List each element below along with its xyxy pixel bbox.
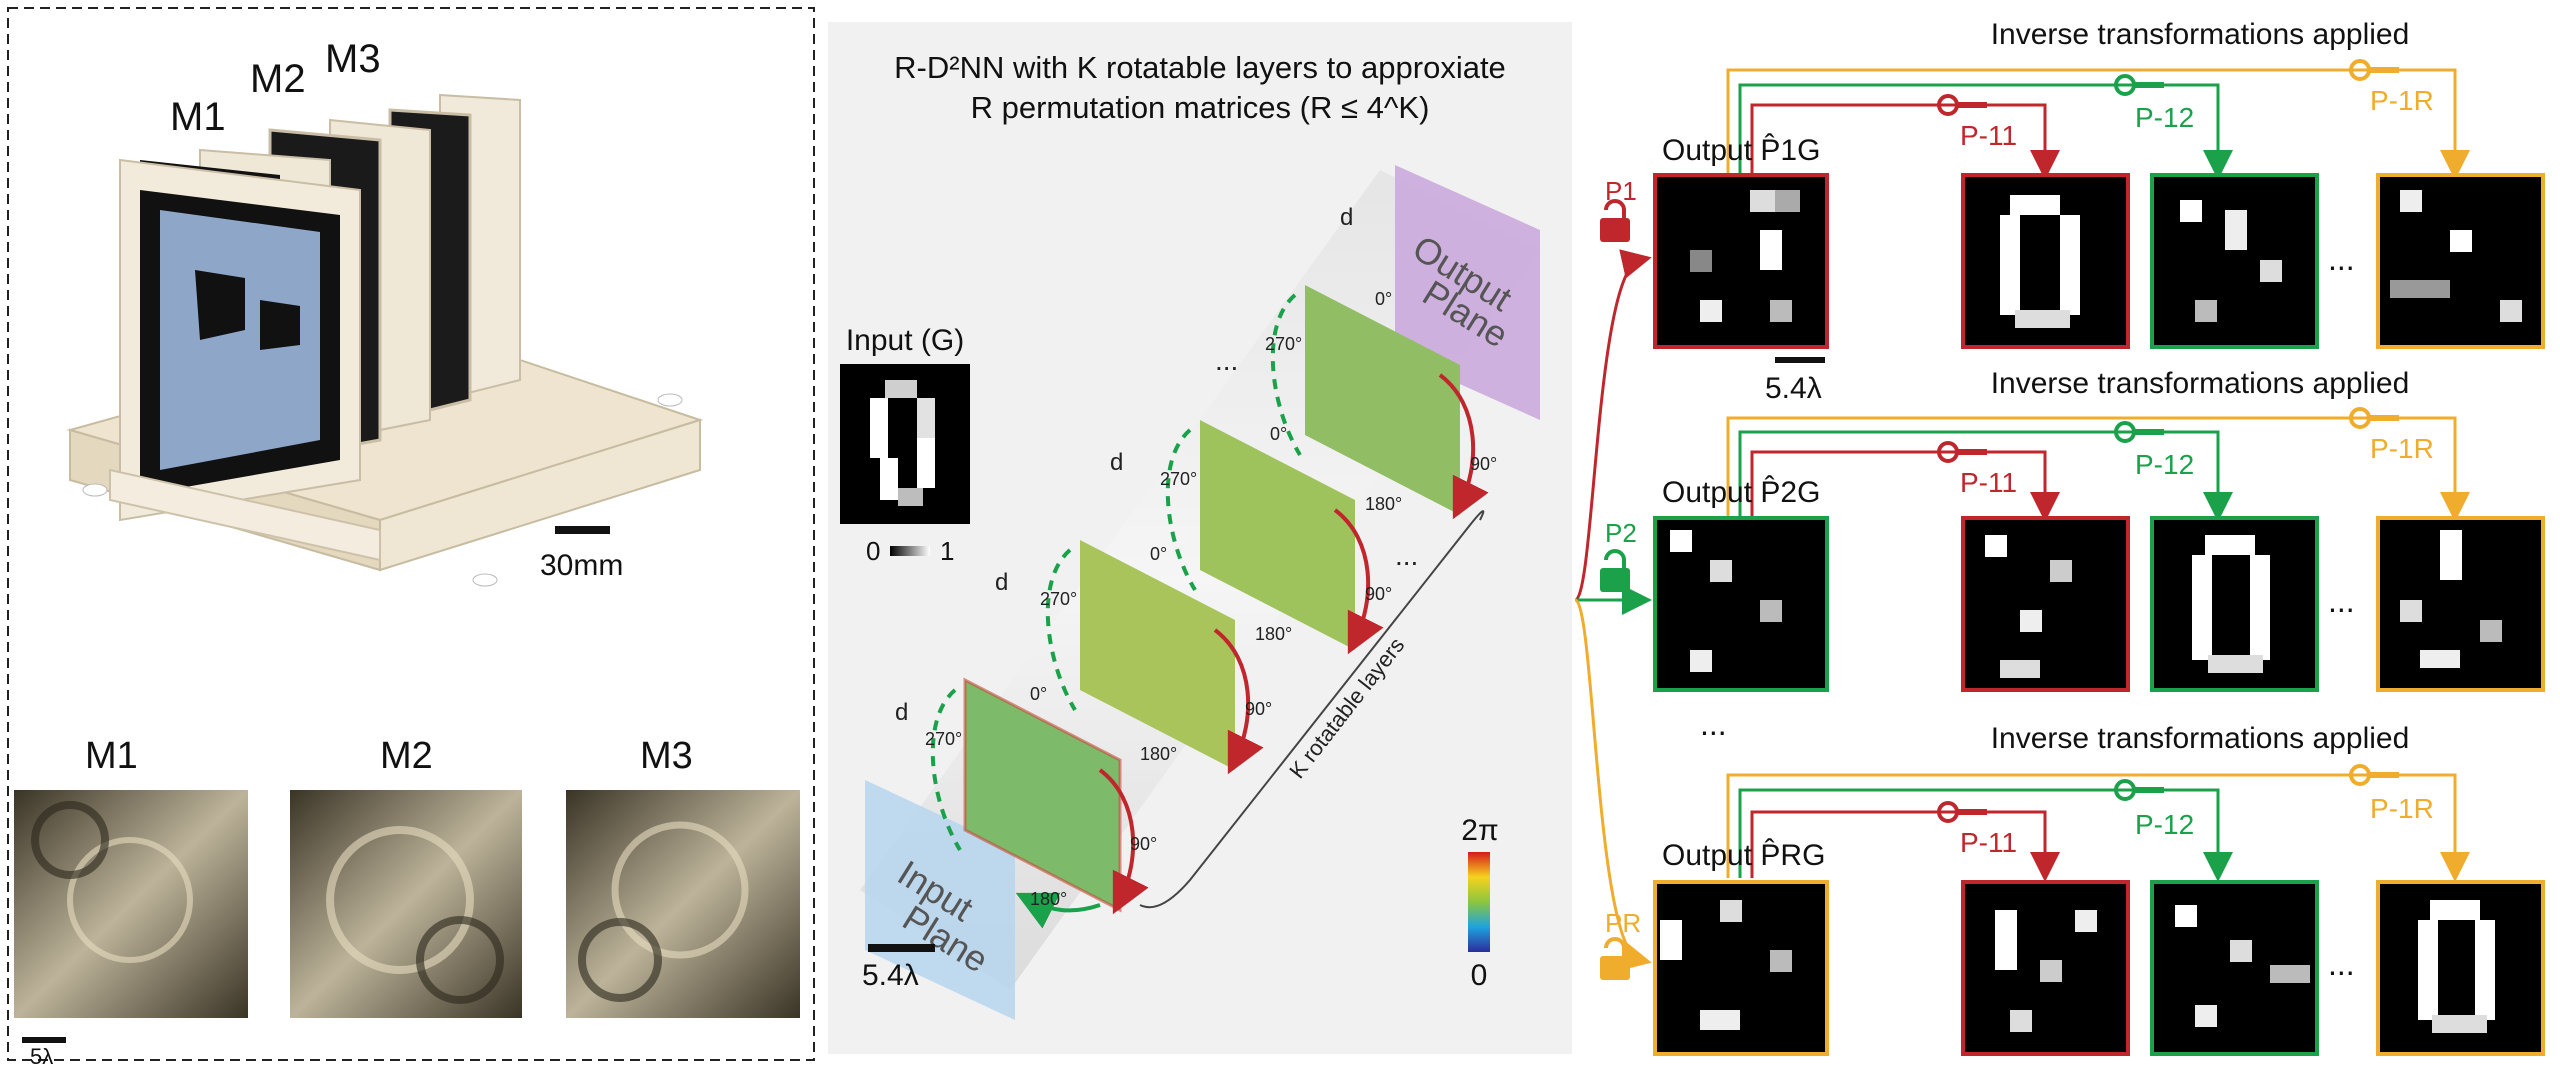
key-label-row2: P2	[1605, 518, 1637, 548]
angle-270-layer4: 270°	[1265, 334, 1302, 354]
micro-title-m2: M2	[380, 735, 433, 777]
col-ellipsis-row1: ...	[2328, 241, 2355, 277]
inverse-title-row1: Inverse transformations applied	[1991, 18, 2410, 51]
fanout-arrow-red	[1573, 249, 1652, 602]
micro-image-m3	[566, 790, 800, 1018]
output-label-row2: Output P̂2G	[1662, 476, 1820, 509]
inverse-key-1-row3: P-11	[1960, 827, 2017, 858]
recovered-image-1-row3	[1961, 880, 2130, 1056]
inverse-key-2-row1: P-12	[2135, 102, 2194, 133]
output-row-3: Inverse transformations applied P-11 P-1…	[1600, 722, 2545, 1056]
inverse-title-row2: Inverse transformations applied	[1991, 367, 2410, 400]
inverse-key-1-row2: P-11	[1960, 467, 2017, 498]
scale-bar-device-label: 30mm	[540, 549, 623, 582]
input-digit-image	[840, 364, 970, 524]
angle-180-layer2: 180°	[1140, 744, 1177, 764]
inverse-key-R-row2: P-1R	[2370, 433, 2434, 464]
angle-0-layer2: 0°	[1150, 544, 1167, 564]
phase-colorbar-max: 2π	[1461, 814, 1498, 847]
diffractive-layer-4	[1270, 285, 1489, 520]
module-label-m2: M2	[250, 57, 306, 101]
key-icon-green-row1	[2114, 74, 2164, 96]
input-colorbar-min: 0	[866, 536, 880, 566]
key-icon-green-row3	[2114, 779, 2164, 801]
angle-270-layer1: 270°	[925, 729, 962, 749]
col-ellipsis-row3: ...	[2328, 946, 2355, 982]
angle-90-layer1: 90°	[1130, 834, 1157, 854]
output-row-1: Inverse transformations applied P-11 P-1…	[1600, 18, 2545, 405]
output-image-row1	[1653, 173, 1829, 349]
key-icon-orange-row3	[2349, 764, 2399, 786]
angle-180-layer4: 180°	[1365, 494, 1402, 514]
output-label-row3: Output P̂RG	[1662, 839, 1825, 872]
distance-label-2: d	[995, 569, 1008, 596]
phase-colorbar-min: 0	[1471, 959, 1488, 992]
lock-icon-red	[1600, 199, 1630, 242]
center-scale-bar-label: 5.4λ	[862, 959, 919, 992]
diffractive-layer-2	[1045, 540, 1264, 775]
device-photo	[66, 93, 704, 587]
angle-180-layer1: 180°	[1030, 889, 1067, 909]
diffractive-layers	[930, 285, 1489, 929]
input-colorbar	[890, 546, 930, 556]
layer-ellipsis-bottom: ...	[1395, 540, 1418, 571]
left-panel-border	[7, 7, 815, 1061]
inverse-key-2-row2: P-12	[2135, 449, 2194, 480]
key-icon-orange-row1	[2349, 59, 2399, 81]
row-ellipsis: ...	[1700, 706, 1727, 742]
lock-icon-green	[1600, 549, 1630, 592]
key-label-row3: PR	[1605, 908, 1641, 938]
scale-bar-micro-label: 5λ	[30, 1044, 53, 1069]
diffractive-layer-3	[1165, 420, 1384, 655]
angle-90-layer3: 90°	[1365, 584, 1392, 604]
inverse-key-R-row3: P-1R	[2370, 793, 2434, 824]
center-title-line2: R permutation matrices (R ≤ 4^K)	[971, 90, 1430, 125]
layer-ellipsis-top: ...	[1215, 345, 1238, 376]
fanout-arrow-orange	[1573, 598, 1652, 971]
diffractive-layer-1	[930, 677, 1149, 929]
angle-0-layer3: 0°	[1270, 424, 1287, 444]
center-title-line1: R-D²NN with K rotatable layers to approx…	[894, 50, 1506, 85]
key-icon-green-row2	[2114, 421, 2164, 443]
inverse-key-R-row1: P-1R	[2370, 85, 2434, 116]
output-row-2: Inverse transformations applied P-11 P-1…	[1600, 367, 2545, 692]
phase-colorbar	[1468, 852, 1490, 952]
key-icon-orange-row2	[2349, 407, 2399, 429]
inverse-key-1-row1: P-11	[1960, 120, 2017, 151]
input-colorbar-max: 1	[940, 536, 954, 566]
module-label-m1: M1	[170, 95, 226, 139]
key-label-row1: P1	[1605, 176, 1637, 206]
angle-270-layer2: 270°	[1040, 589, 1077, 609]
input-title: Input (G)	[846, 324, 964, 357]
input-plane	[865, 780, 1015, 1020]
angle-180-layer3: 180°	[1255, 624, 1292, 644]
right-scale-bar-label: 5.4λ	[1765, 372, 1822, 405]
angle-90-layer4: 90°	[1470, 454, 1497, 474]
distance-label-1: d	[895, 699, 908, 726]
key-icon-red-row2	[1937, 441, 1987, 463]
angle-0-layer4: 0°	[1375, 289, 1392, 309]
micro-image-m2	[290, 790, 522, 1018]
micro-title-m1: M1	[85, 735, 138, 777]
module-label-m3: M3	[325, 37, 381, 81]
inverse-title-row3: Inverse transformations applied	[1991, 722, 2410, 755]
recovered-image-2-row1	[2150, 173, 2319, 349]
distance-label-3: d	[1110, 449, 1123, 476]
inverse-key-2-row3: P-12	[2135, 809, 2194, 840]
key-icon-red-row1	[1937, 94, 1987, 116]
lock-icon-orange	[1600, 937, 1630, 980]
col-ellipsis-row2: ...	[2328, 583, 2355, 619]
angle-90-layer2: 90°	[1245, 699, 1272, 719]
key-icon-red-row3	[1937, 801, 1987, 823]
angle-270-layer3: 270°	[1160, 469, 1197, 489]
output-label-row1: Output P̂1G	[1662, 134, 1820, 167]
micro-image-m1	[14, 790, 248, 1018]
micro-title-m3: M3	[640, 735, 693, 777]
angle-0-layer1: 0°	[1030, 684, 1047, 704]
distance-label-4: d	[1340, 204, 1353, 231]
layers-brace	[1139, 510, 1485, 909]
